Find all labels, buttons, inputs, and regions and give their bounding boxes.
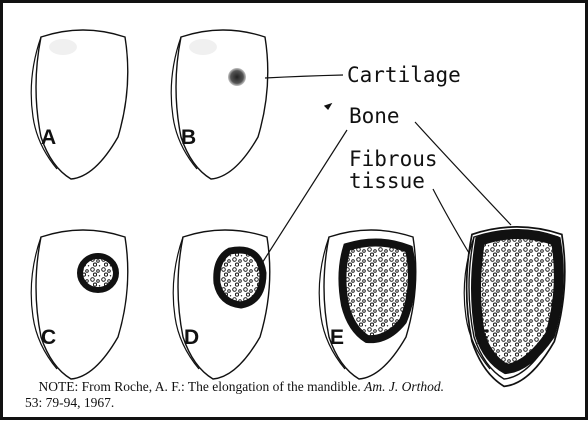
diagram-art xyxy=(3,3,588,423)
bone-arrow xyxy=(325,104,331,109)
panel-label-e: E xyxy=(330,327,344,348)
panel-a-stipple xyxy=(49,39,77,55)
panel-d xyxy=(173,230,270,379)
note-journal: Am. J. Orthod. xyxy=(364,379,444,394)
cartilage-nodule xyxy=(228,68,246,86)
bone-core-e xyxy=(342,242,411,339)
fibrous-leader-line xyxy=(433,189,469,253)
panel-label-c: C xyxy=(41,327,56,348)
bone-core-c xyxy=(80,256,116,290)
panel-label-d: D xyxy=(184,327,199,348)
bone-leader-line xyxy=(415,122,511,225)
fibrous-label-line2: tissue xyxy=(349,170,425,192)
panel-a-outline xyxy=(36,30,128,179)
panel-b-stipple xyxy=(189,39,217,55)
panel-label-b: B xyxy=(181,127,196,148)
bone-label: Bone xyxy=(349,105,400,127)
bone-core-d xyxy=(217,250,263,305)
note-volume: 53: 79-94, 1967. xyxy=(25,395,585,411)
panel-b-outline xyxy=(176,30,268,179)
panel-label-a: A xyxy=(41,127,56,148)
panel-f xyxy=(464,227,565,386)
panel-c-outline xyxy=(36,230,128,379)
panel-e xyxy=(319,230,416,379)
panel-c xyxy=(31,230,128,379)
note-text: NOTE: From Roche, A. F.: The elongation … xyxy=(39,379,365,394)
panel-label-f: F xyxy=(476,327,489,348)
cartilage-leader-line xyxy=(265,75,343,78)
source-note: NOTE: From Roche, A. F.: The elongation … xyxy=(25,379,585,411)
fibrous-label-line1: Fibrous xyxy=(349,148,438,170)
panel-b xyxy=(171,30,268,179)
panel-a xyxy=(31,30,128,179)
cartilage-label: Cartilage xyxy=(347,64,461,86)
